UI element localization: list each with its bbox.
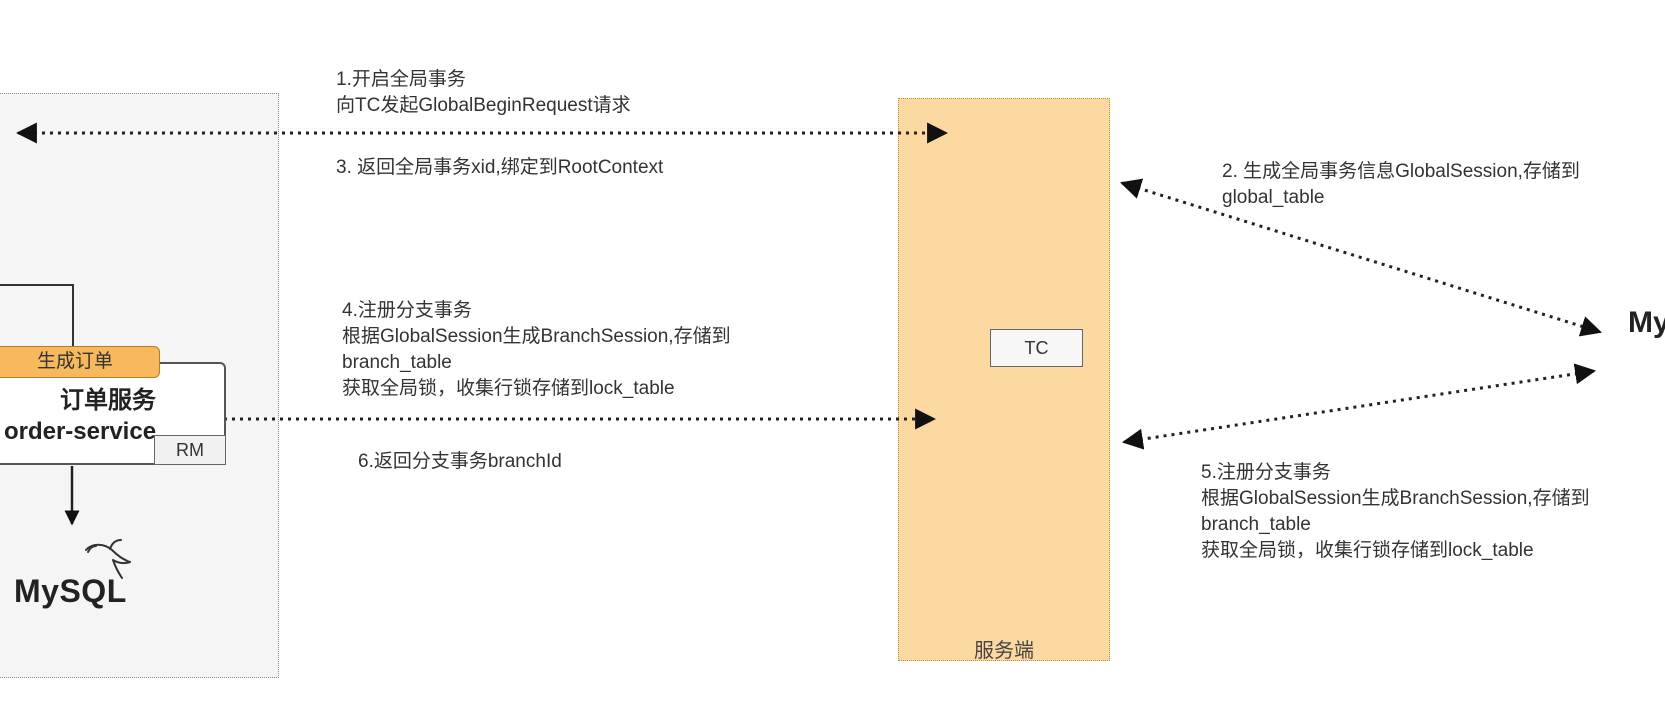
create-order-tag[interactable]: 生成订单 — [0, 346, 160, 378]
server-frame — [898, 98, 1110, 661]
step2-line: global_table — [1222, 187, 1325, 208]
order-service-title: 订单服务 — [60, 387, 156, 414]
tc-mysql-branch-arrow — [1121, 363, 1597, 450]
step5-line: 获取全局锁，收集行锁存储到lock_table — [1201, 540, 1534, 561]
step1-line: 1.开启全局事务 — [336, 69, 466, 90]
client-mysql-label: MySQL — [14, 573, 127, 609]
step1-line: 向TC发起GlobalBeginRequest请求 — [336, 95, 631, 116]
step4-line: 根据GlobalSession生成BranchSession,存储到 — [342, 326, 731, 347]
step4-line: branch_table — [342, 352, 452, 373]
step3-note: 3. 返回全局事务xid,绑定到RootContext — [336, 157, 664, 178]
step1-note: 1.开启全局事务 向TC发起GlobalBeginRequest请求 — [336, 67, 631, 119]
step6-note: 6.返回分支事务branchId — [358, 451, 562, 472]
tc-node[interactable]: TC — [990, 329, 1083, 367]
step4-line: 获取全局锁，收集行锁存储到lock_table — [342, 378, 675, 399]
step4-line: 4.注册分支事务 — [342, 300, 472, 321]
step4-note: 4.注册分支事务 根据GlobalSession生成BranchSession,… — [342, 298, 731, 402]
mysql-dolphin-icon — [85, 539, 131, 579]
step2-line: 2. 生成全局事务信息GlobalSession,存储到 — [1222, 161, 1580, 182]
step5-line: 5.注册分支事务 — [1201, 462, 1331, 483]
step5-line: branch_table — [1201, 514, 1311, 535]
tc-mysql-global-arrow — [1119, 178, 1603, 337]
server-frame-label: 服务端 — [974, 640, 1034, 662]
rm-node[interactable]: RM — [154, 435, 226, 465]
step5-line: 根据GlobalSession生成BranchSession,存储到 — [1201, 488, 1590, 509]
step2-note: 2. 生成全局事务信息GlobalSession,存储到 global_tabl… — [1222, 159, 1580, 211]
order-service-subtitle: order-service — [3, 418, 157, 445]
step5-note: 5.注册分支事务 根据GlobalSession生成BranchSession,… — [1201, 460, 1590, 564]
client-bracket-line — [0, 284, 74, 346]
server-mysql-label: My — [1628, 306, 1665, 339]
